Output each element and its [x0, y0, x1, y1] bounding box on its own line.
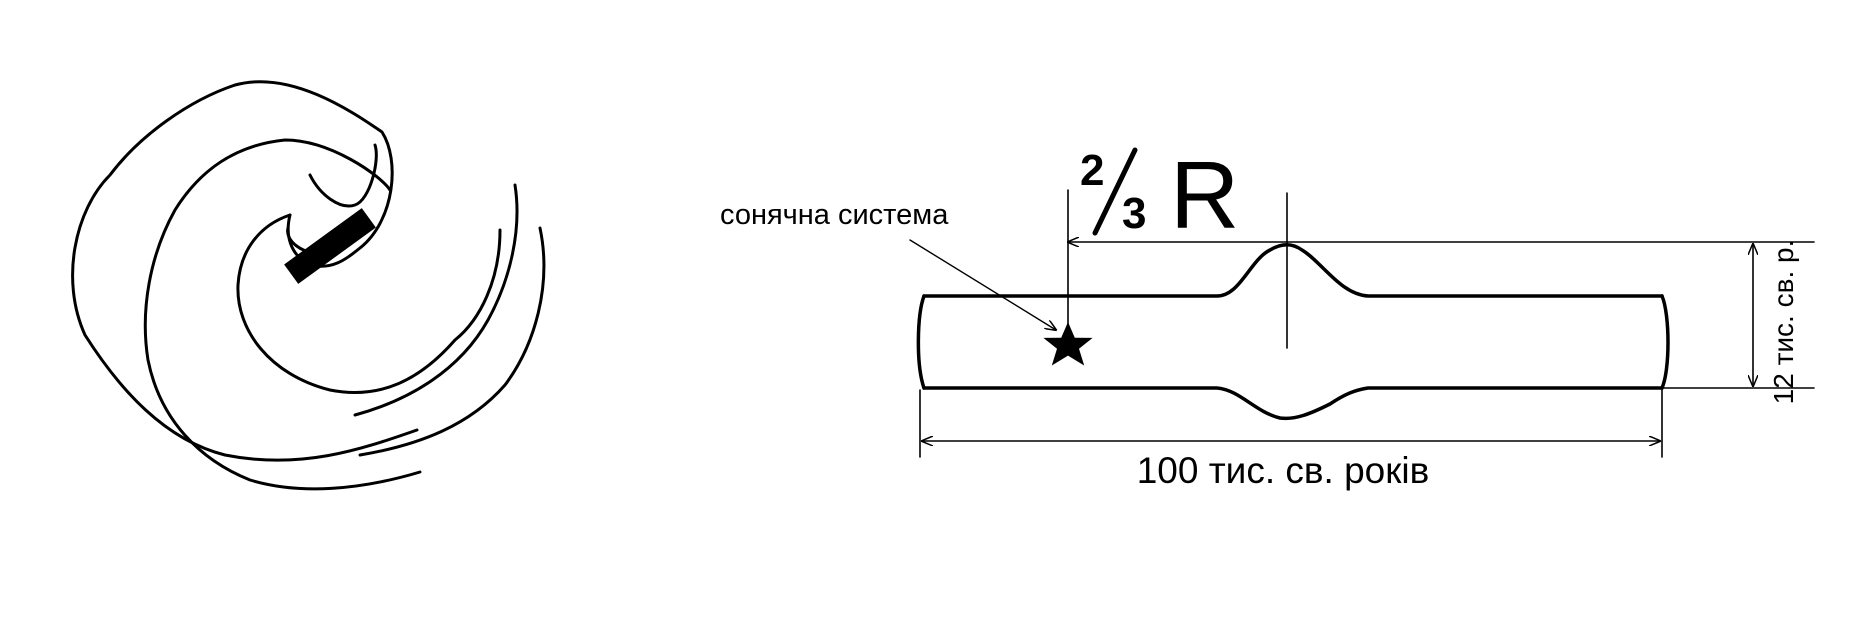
spiral-arm-east-2 [358, 226, 546, 457]
fraction-numerator: 2 [1080, 146, 1104, 195]
star-icon [1043, 322, 1093, 366]
spiral-arm-east-1 [353, 183, 519, 417]
spiral-arm-inner [236, 143, 502, 395]
fraction-denominator: 3 [1122, 189, 1146, 238]
sun-label: сонячна система [720, 199, 949, 231]
spiral-arm-outer [71, 80, 419, 462]
disk-top-edge [922, 243, 1664, 298]
thickness-label: 12 тис. св. р. [1768, 240, 1799, 405]
galaxy-side-view: сонячна система 2 3 R 100 тис. св. років… [720, 142, 1815, 491]
disk-right-end [1660, 294, 1670, 390]
sun-pointer-arrow [909, 239, 1056, 330]
radius-symbol: R [1170, 142, 1239, 249]
spiral-galaxy-top-view [71, 80, 546, 491]
central-bar [284, 208, 376, 284]
disk-bottom-edge [922, 386, 1664, 421]
disk-left-end [916, 294, 926, 390]
spiral-arm-middle [143, 138, 422, 491]
fraction-slash [1092, 147, 1138, 236]
radius-fraction-label: 2 3 R [1080, 142, 1239, 249]
length-label: 100 тис. св. років [1137, 450, 1430, 491]
